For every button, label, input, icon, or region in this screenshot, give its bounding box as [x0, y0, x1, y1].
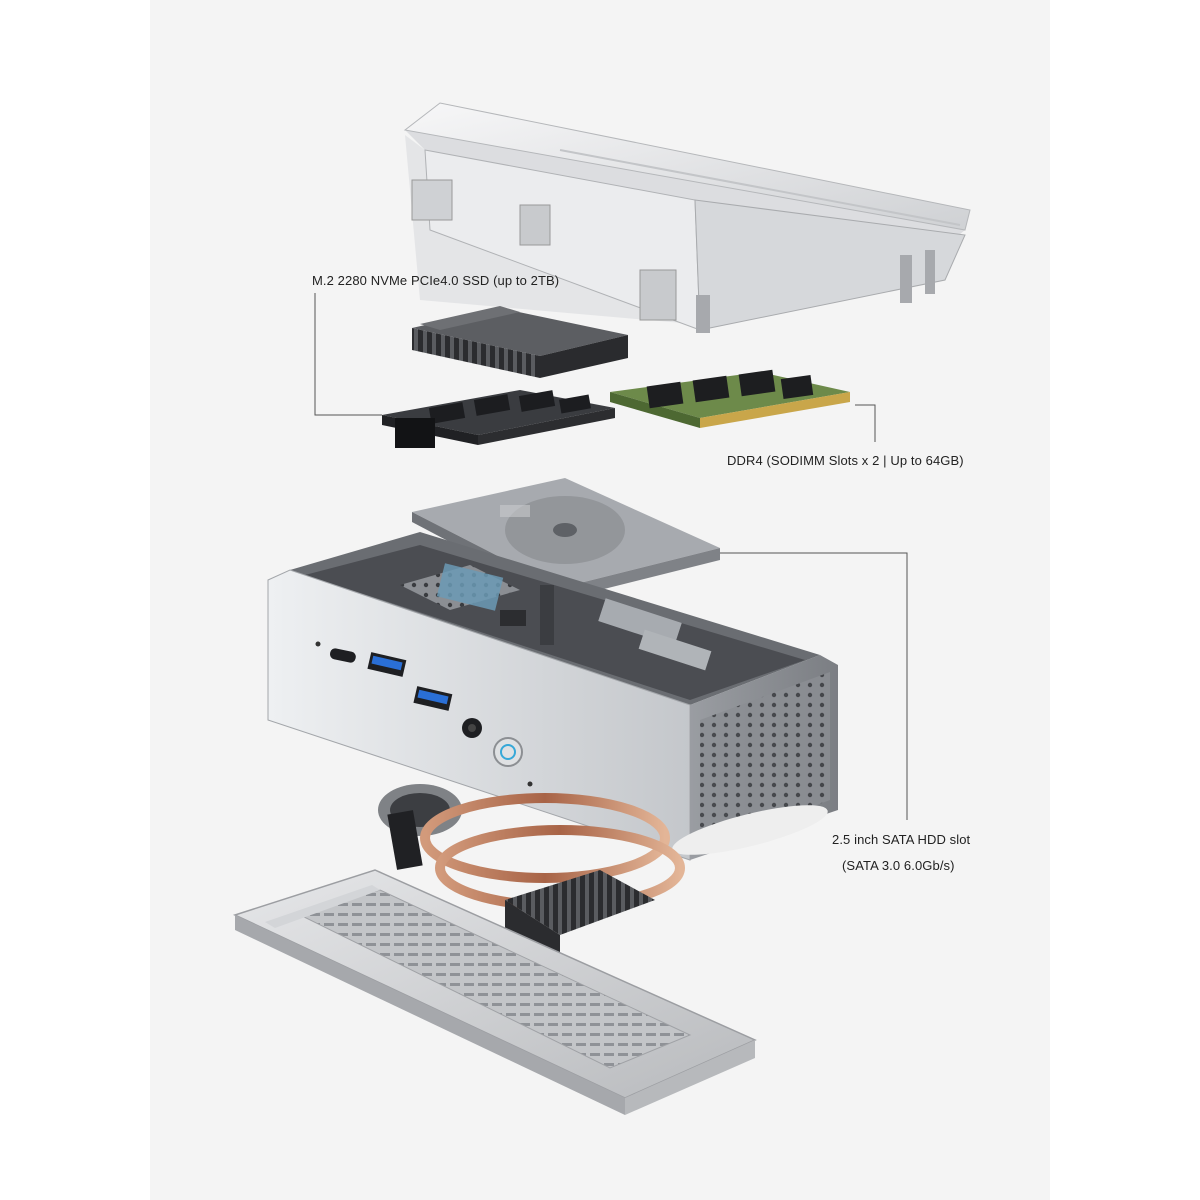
callout-leader-lines — [314, 293, 908, 820]
hdd-callout-label: 2.5 inch SATA HDD slot — [832, 832, 971, 847]
usb-a-port-2-icon — [413, 686, 453, 711]
ssd-callout-label: M.2 2280 NVMe PCIe4.0 SSD (up to 2TB) — [312, 273, 560, 288]
ddr4-callout-label: DDR4 (SODIMM Slots x 2 | Up to 64GB) — [727, 453, 964, 468]
cpu-cooler — [378, 784, 685, 965]
top-lid — [403, 102, 971, 333]
hdd-leader-line — [720, 552, 908, 820]
front-ports — [315, 641, 533, 787]
ssd-heatsink — [412, 306, 628, 378]
bottom-cover — [232, 869, 757, 1115]
mic-hole-icon — [315, 641, 321, 647]
power-button-icon — [493, 737, 523, 767]
led-indicator-icon — [527, 781, 533, 787]
main-chassis — [267, 532, 838, 861]
ssd-leader-line — [314, 293, 382, 416]
usb-a-port-1-icon — [367, 652, 407, 677]
ddr4-ram-module — [610, 369, 850, 428]
ddr-leader-line — [855, 404, 876, 442]
hdd-callout-sublabel: (SATA 3.0 6.0Gb/s) — [842, 858, 955, 873]
m2-ssd — [382, 390, 615, 448]
usb-c-port-icon — [329, 648, 356, 663]
